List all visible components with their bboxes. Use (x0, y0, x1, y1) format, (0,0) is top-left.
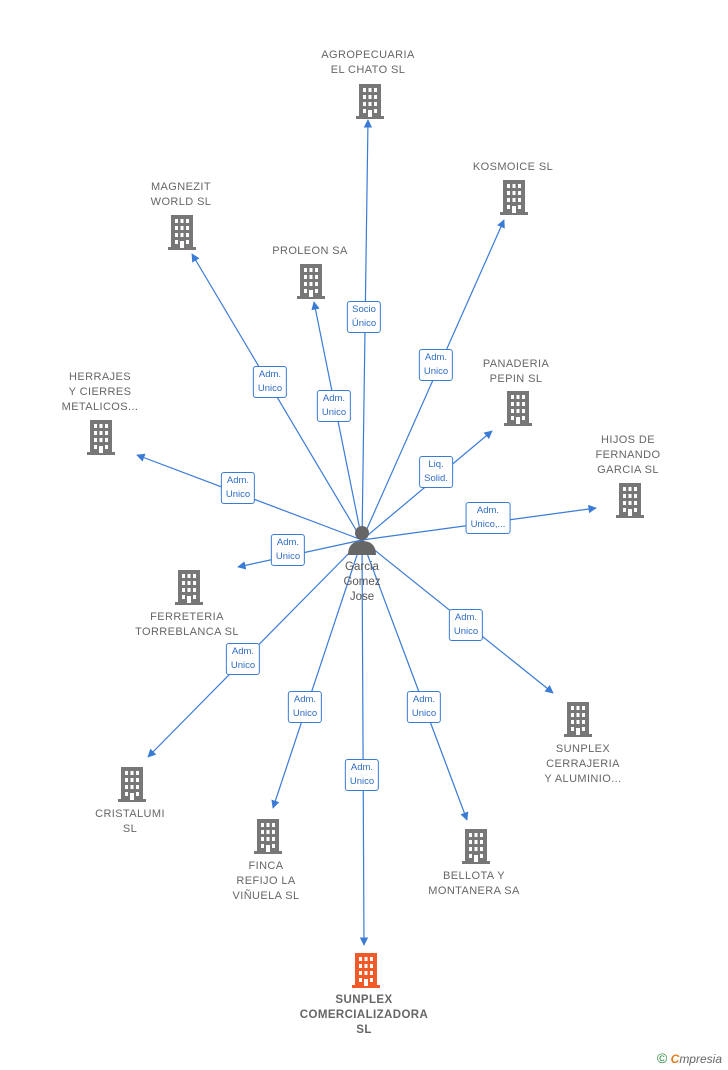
relation-label-sunplex_cerr: Adm. Unico (448, 609, 484, 641)
company-name-line: PEPIN SL (489, 373, 543, 385)
building-icon[interactable] (616, 483, 644, 518)
relation-label-panaderia: Liq. Solid. (419, 456, 453, 488)
building-icon[interactable] (118, 767, 146, 802)
brand-logo-initial: C (670, 1052, 680, 1066)
company-name-line: METALICOS... (61, 401, 139, 413)
company-name-line: HERRAJES (69, 371, 131, 383)
relation-label-cristalumi: Adm. Unico (225, 643, 261, 675)
company-name-hijos[interactable]: HIJOS DE FERNANDO GARCIA SL (596, 433, 661, 478)
person-name-line: Jose (349, 591, 375, 603)
building-icon[interactable] (564, 702, 592, 737)
relation-label-kosmoice: Adm. Unico (418, 349, 454, 381)
company-name-ferreteria[interactable]: FERRETERIA TORREBLANCA SL (135, 610, 239, 640)
person-icon[interactable] (348, 526, 376, 555)
edge-bellota (361, 539, 469, 821)
relation-label-proleon: Adm. Unico (316, 390, 352, 422)
building-icon[interactable] (254, 819, 282, 854)
person-name-line: Garcia (345, 561, 379, 573)
company-name-line: WORLD SL (150, 196, 212, 208)
company-name-line: VIÑUELA SL (232, 890, 300, 902)
relation-label-hijos: Adm. Unico,... (465, 502, 511, 534)
relation-label-herrajes: Adm. Unico (220, 472, 256, 504)
relation-label-bellota: Adm. Unico (406, 691, 442, 723)
company-name-sunplex_cerr[interactable]: SUNPLEX CERRAJERIA Y ALUMINIO... (544, 742, 621, 787)
company-name-sunplex_com[interactable]: SUNPLEX COMERCIALIZADORA SL (300, 993, 428, 1038)
company-name-line: CRISTALUMI (95, 808, 165, 820)
company-name-line: FERNANDO (595, 449, 661, 461)
building-icon[interactable] (87, 420, 115, 455)
company-name-line: REFIJO LA (236, 875, 296, 887)
building-icon[interactable] (462, 829, 490, 864)
building-icon[interactable] (504, 391, 532, 426)
company-name-line: AGROPECUARIA (321, 49, 415, 61)
relation-label-ferreteria: Adm. Unico (270, 534, 306, 566)
building-icon[interactable] (356, 84, 384, 119)
company-name-proleon[interactable]: PROLEON SA (272, 244, 348, 259)
company-name-line: Y CIERRES (68, 386, 132, 398)
company-name-line: FERRETERIA (150, 611, 224, 623)
brand-logo-text: mpresia (679, 1052, 722, 1066)
building-icon[interactable] (500, 180, 528, 215)
company-name-bellota[interactable]: BELLOTA Y MONTANERA SA (428, 869, 519, 899)
building-icon[interactable] (175, 570, 203, 605)
building-icon[interactable] (352, 953, 380, 988)
company-name-panaderia[interactable]: PANADERIA PEPIN SL (483, 357, 549, 387)
relation-label-agropecuaria: Socio Único (346, 301, 382, 333)
copyright-icon: © (656, 1050, 668, 1066)
empresia-footer: © Cmpresia (657, 1050, 722, 1066)
company-name-agropecuaria[interactable]: AGROPECUARIA EL CHATO SL (321, 48, 414, 78)
company-name-kosmoice[interactable]: KOSMOICE SL (473, 160, 553, 175)
edge-sunplex_com (359, 539, 369, 946)
company-name-line: KOSMOICE SL (472, 161, 554, 173)
company-name-cristalumi[interactable]: CRISTALUMI SL (95, 807, 165, 837)
company-name-line: SUNPLEX (555, 743, 611, 755)
company-name-line: PANADERIA (482, 358, 550, 370)
person-name-line: Gomez (343, 576, 381, 588)
company-name-line: GARCIA SL (597, 464, 659, 476)
company-name-herrajes[interactable]: HERRAJES Y CIERRES METALICOS... (62, 370, 139, 415)
building-icon[interactable] (168, 215, 196, 250)
company-name-line: SUNPLEX (335, 994, 393, 1006)
company-name-line: HIJOS DE (601, 434, 655, 446)
company-name-line: MONTANERA SA (428, 885, 520, 897)
company-name-line: MAGNEZIT (150, 181, 212, 193)
company-name-line: FINCA (248, 860, 284, 872)
company-name-line: COMERCIALIZADORA (299, 1009, 429, 1021)
company-name-magnezit[interactable]: MAGNEZIT WORLD SL (151, 180, 212, 210)
company-name-finca[interactable]: FINCA REFIJO LA VIÑUELA SL (233, 859, 300, 904)
company-name-line: BELLOTA Y (443, 870, 505, 882)
building-icon[interactable] (297, 264, 325, 299)
relation-label-sunplex_com: Adm. Unico (344, 759, 380, 791)
company-name-line: EL CHATO SL (330, 64, 406, 76)
relation-label-finca: Adm. Unico (287, 691, 323, 723)
relation-label-magnezit: Adm. Unico (252, 366, 288, 398)
company-name-line: SL (122, 823, 138, 835)
edge-finca (271, 539, 363, 809)
company-name-line: Y ALUMINIO... (544, 773, 622, 785)
company-name-line: SL (356, 1024, 372, 1036)
company-name-line: CERRAJERIA (546, 758, 620, 770)
company-name-line: PROLEON SA (272, 245, 348, 257)
company-name-line: TORREBLANCA SL (135, 626, 239, 638)
